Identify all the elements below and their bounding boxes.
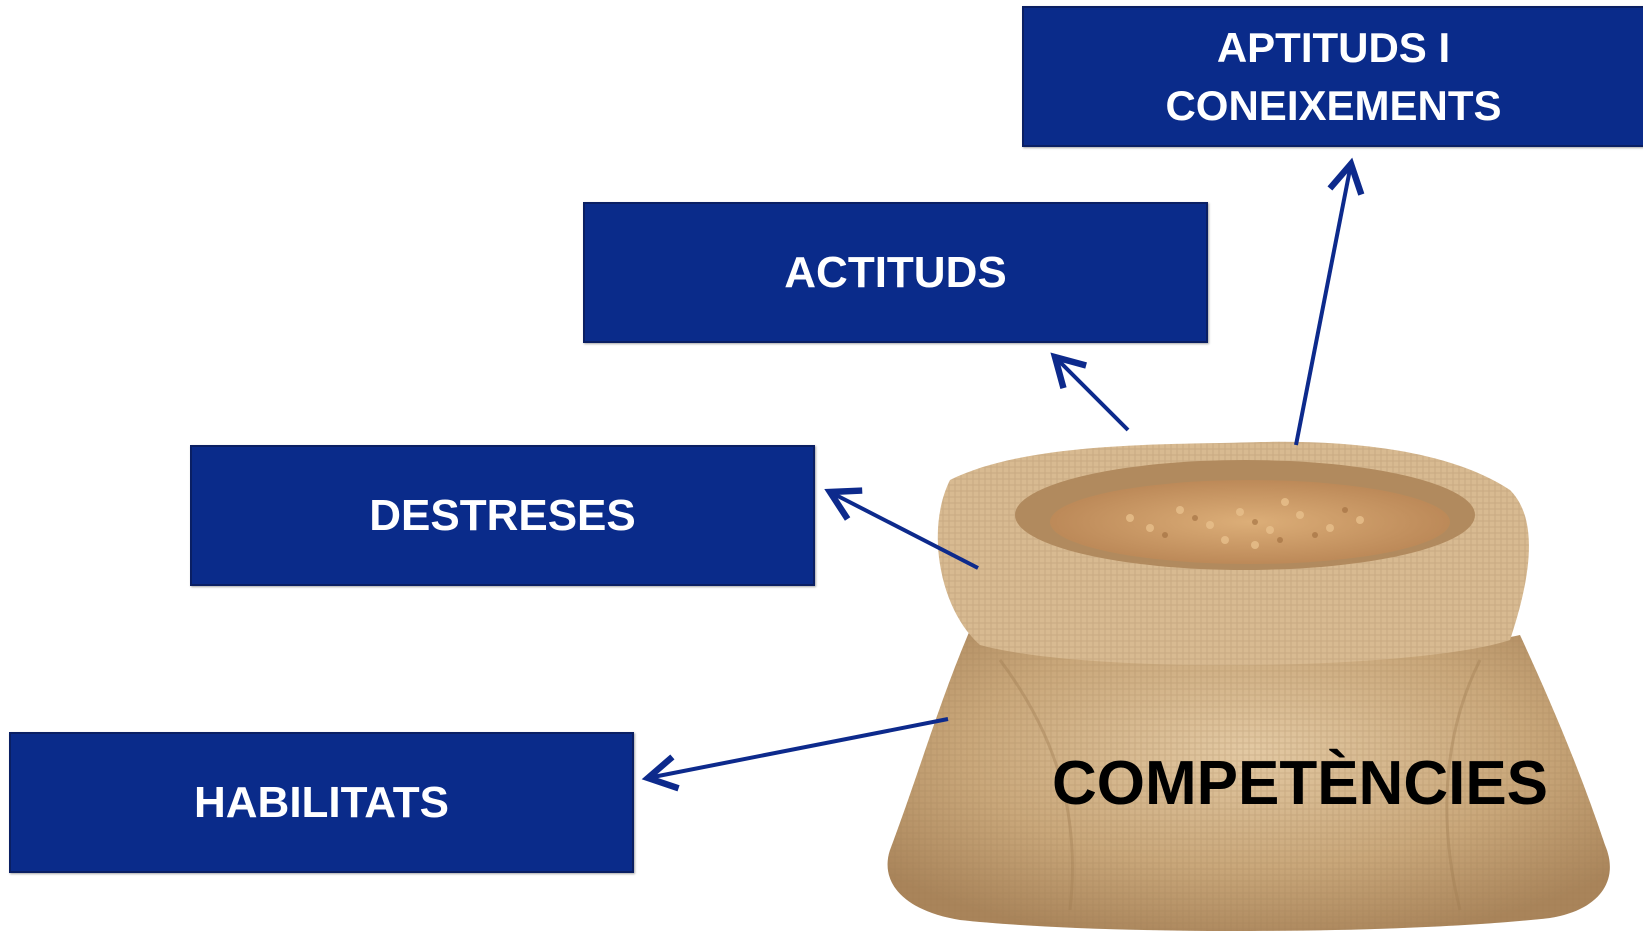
arrow-to-actituds xyxy=(1050,352,1130,432)
grain-sack-image xyxy=(887,441,1610,931)
actituds-label: ACTITUDS xyxy=(784,247,1007,297)
habilitats-box: HABILITATS xyxy=(9,732,634,873)
aptituds-line2: CONEIXEMENTS xyxy=(1165,81,1502,129)
destreses-label: DESTRESES xyxy=(369,490,636,540)
aptituds-coneixements-box: APTITUDS I CONEIXEMENTS xyxy=(1022,6,1643,147)
arrow-to-destreses xyxy=(824,487,979,570)
destreses-box: DESTRESES xyxy=(190,445,815,586)
arrow-to-aptituds xyxy=(1294,157,1365,446)
actituds-box: ACTITUDS xyxy=(583,202,1208,343)
aptituds-line1: APTITUDS I xyxy=(1216,23,1451,71)
habilitats-label: HABILITATS xyxy=(194,777,449,827)
arrow-to-habilitats xyxy=(641,717,949,792)
competencies-label: COMPETÈNCIES xyxy=(1051,749,1549,818)
